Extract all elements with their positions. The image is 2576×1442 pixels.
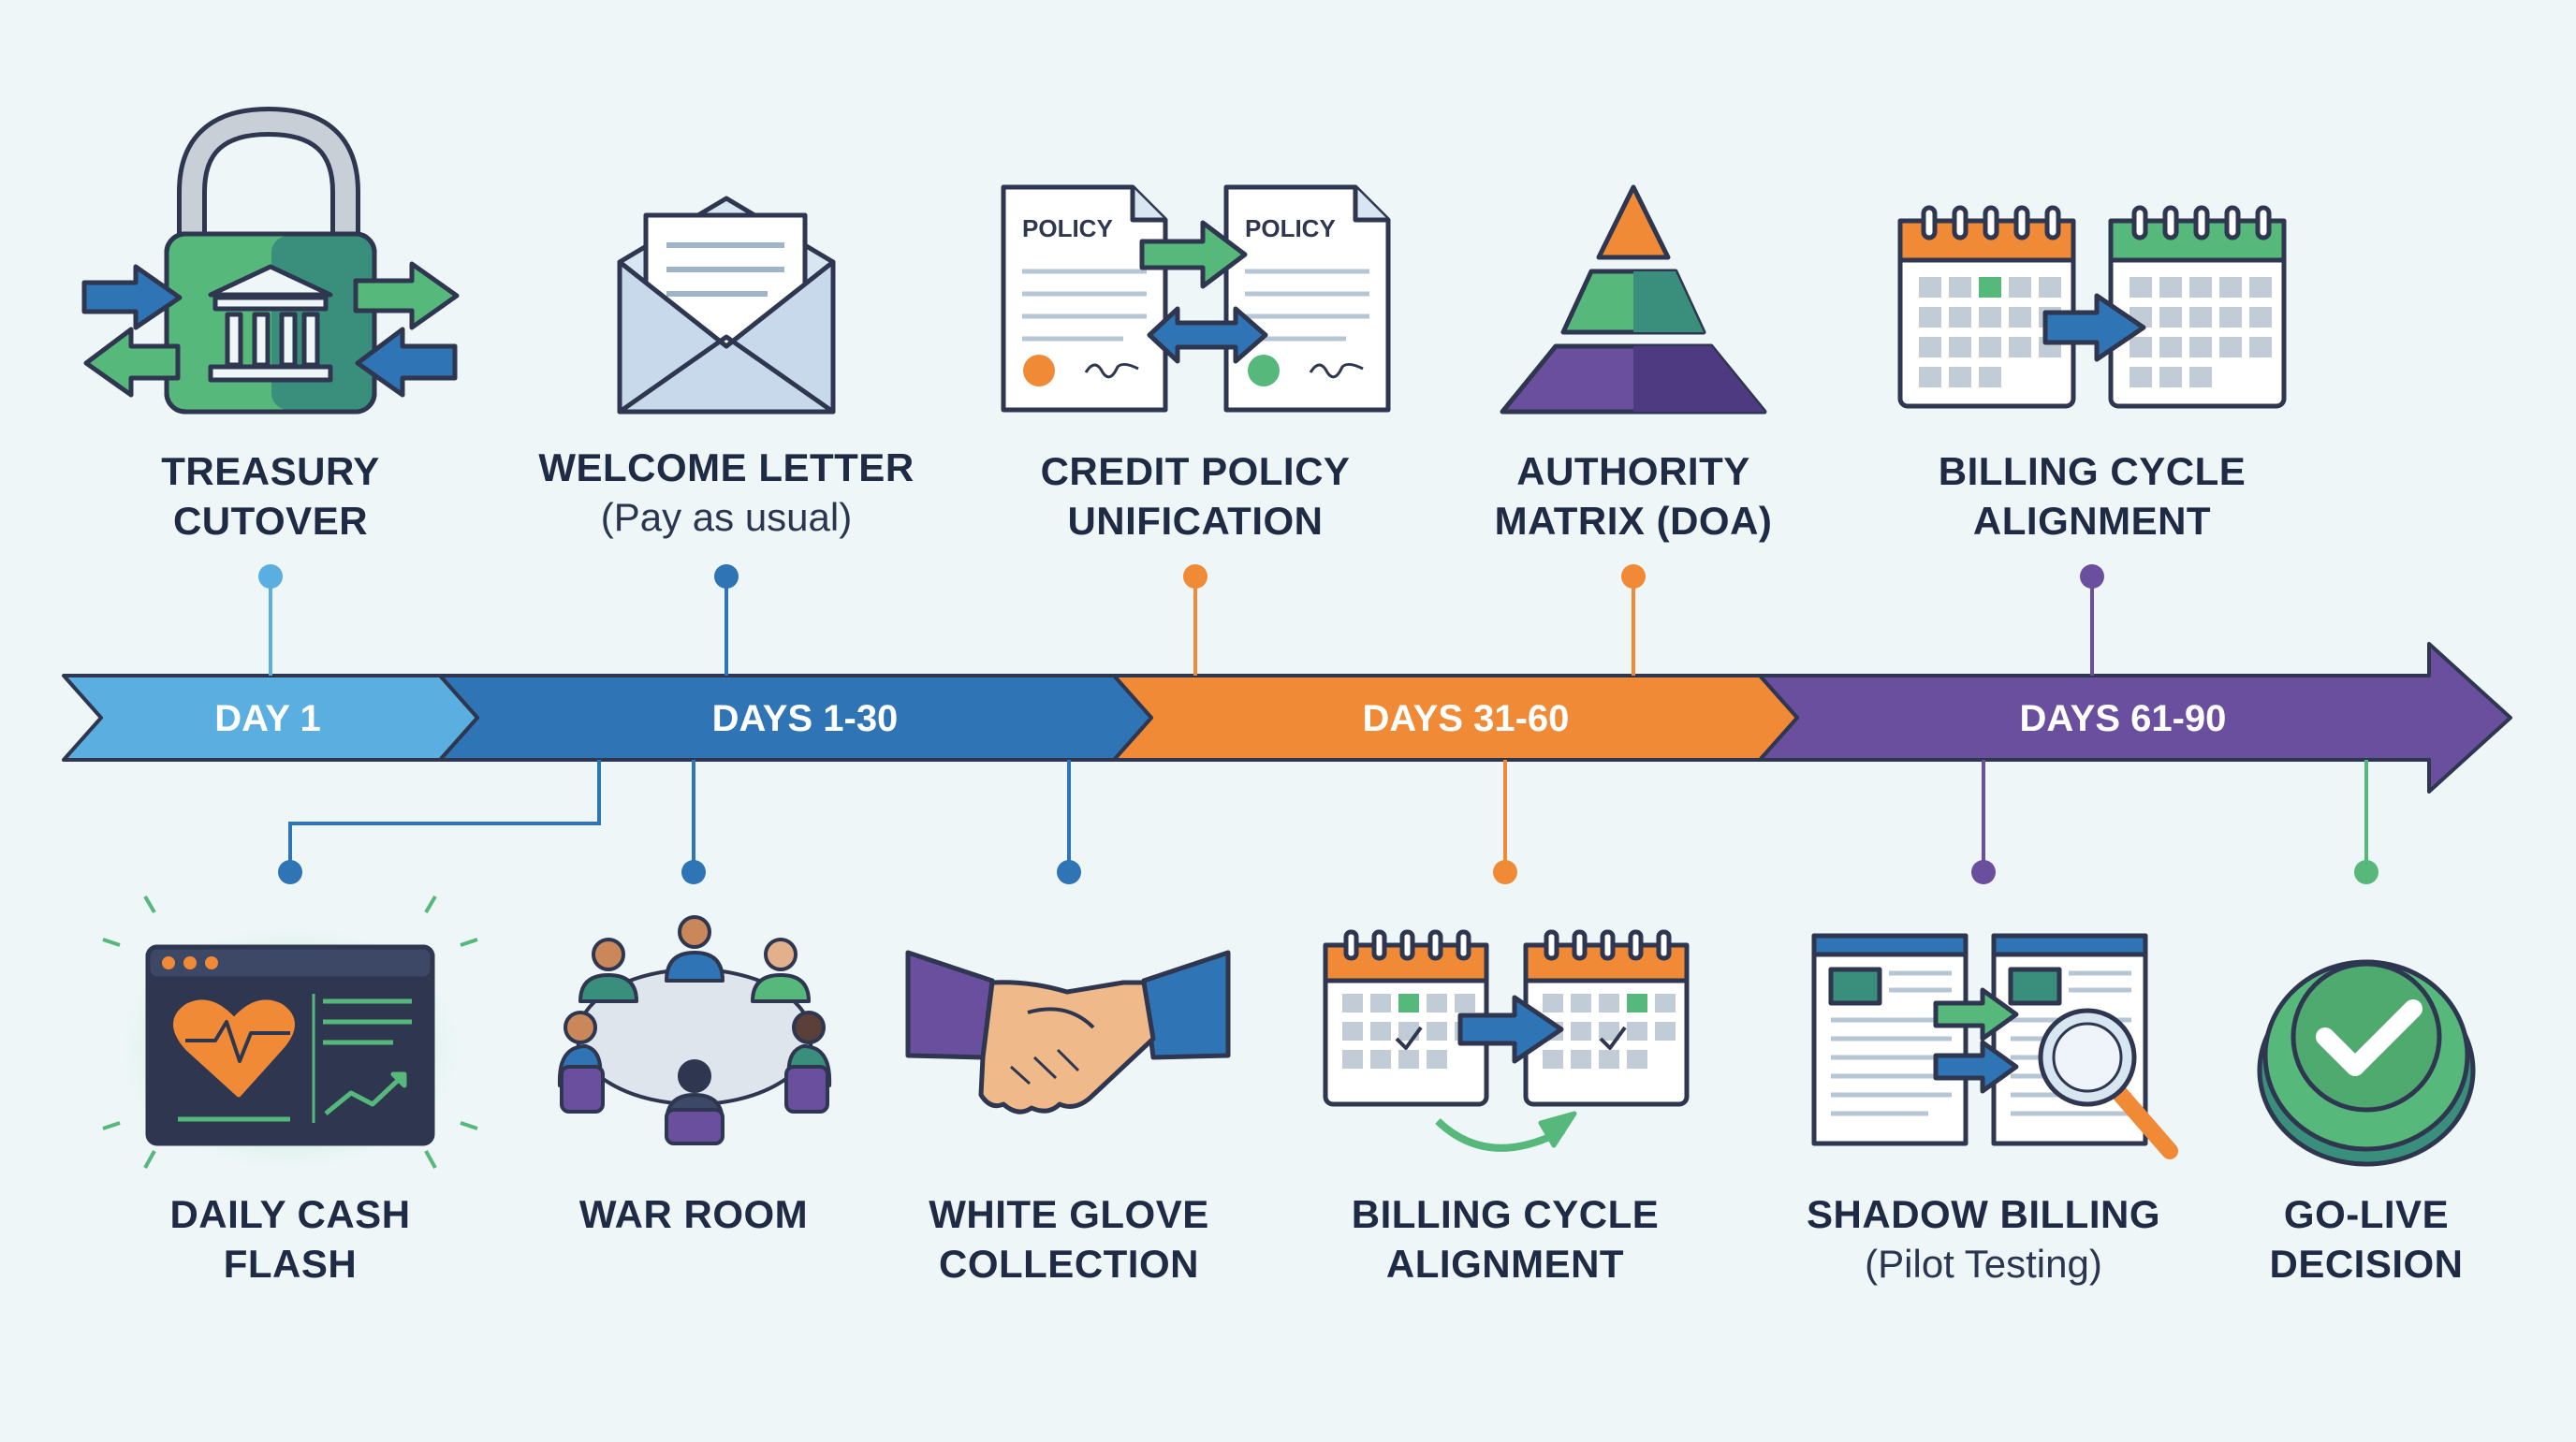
cash-title-line2: FLASH [223,1241,358,1286]
calendars-arrow-icon [1897,205,2287,409]
label-credit-policy: CREDIT POLICY UNIFICATION [1041,447,1351,546]
policy-doc-label-right: POLICY [1245,214,1336,242]
authority-title-line1: AUTHORITY [1516,449,1750,493]
connector-authority [1621,564,1646,676]
timeline-bar [62,642,2512,794]
bottom-connectors [278,760,2378,884]
welcome-title: WELCOME LETTER [538,445,915,489]
white-glove-title-line2: COLLECTION [939,1241,1199,1286]
person-icon [665,915,724,983]
billing-top-title-line2: ALIGNMENT [1972,498,2212,543]
authority-title-line2: MATRIX (DOA) [1494,498,1773,543]
label-war-room: WAR ROOM [579,1190,808,1240]
phase-label-days-31-60: DAYS 31-60 [1363,698,1570,739]
label-shadow-billing: SHADOW BILLING (Pilot Testing) [1807,1190,2160,1289]
shadow-title: SHADOW BILLING [1807,1192,2160,1236]
connector-white-glove [1057,760,1081,884]
meeting-table-icon [557,915,832,1145]
phase-label-days-61-90: DAYS 61-90 [2020,698,2227,739]
label-white-glove: WHITE GLOVE COLLECTION [929,1190,1209,1289]
label-billing-cycle-top: BILLING CYCLE ALIGNMENT [1939,447,2247,546]
phase-label-days-1-30: DAYS 1-30 [712,698,899,739]
policy-doc-label-left: POLICY [1022,214,1113,242]
envelope-letter-icon [617,196,836,415]
credit-title-line2: UNIFICATION [1067,498,1324,543]
policy-documents-icon: POLICY POLICY [1001,184,1391,413]
cash-title-line1: DAILY CASH [169,1192,411,1236]
top-connectors [258,564,2104,676]
connector-cash-flash [278,760,601,884]
billing-bottom-title-line1: BILLING CYCLE [1351,1192,1660,1236]
go-live-title-line2: DECISION [2269,1241,2464,1286]
pyramid-icon [1500,184,1767,415]
person-icon [751,938,811,1003]
person-icon [578,938,638,1003]
white-glove-title-line1: WHITE GLOVE [929,1192,1209,1236]
connector-treasury [258,564,283,676]
go-live-title-line1: GO-LIVE [2283,1192,2450,1236]
calendars-cycle-icon [1323,929,1690,1152]
credit-title-line1: CREDIT POLICY [1040,449,1351,493]
label-daily-cash-flash: DAILY CASH FLASH [169,1190,410,1289]
documents-magnifier-icon [1811,933,2178,1159]
connector-credit [1183,564,1208,676]
treasury-title-line1: TREASURY [161,449,380,493]
shadow-subtitle: (Pilot Testing) [1865,1241,2102,1286]
label-welcome-letter: WELCOME LETTER (Pay as usual) [538,444,914,542]
phase-label-day-1: DAY 1 [214,698,320,739]
welcome-subtitle: (Pay as usual) [600,494,853,539]
cash-dashboard-icon [102,895,478,1170]
connector-war-room [681,760,706,884]
connector-shadow [1971,760,1996,884]
padlock-bank-icon [81,107,460,415]
connector-billing-top [2080,564,2104,676]
connector-welcome [714,564,739,676]
billing-bottom-title-line2: ALIGNMENT [1385,1241,1625,1286]
phase-1-segment [62,674,479,762]
label-treasury-cutover: TREASURY CUTOVER [161,447,379,546]
treasury-title-line2: CUTOVER [172,498,369,543]
connector-go-live [2354,760,2378,884]
billing-top-title-line1: BILLING CYCLE [1938,449,2247,493]
label-billing-cycle-bottom: BILLING CYCLE ALIGNMENT [1352,1190,1660,1289]
connector-billing-bottom [1493,760,1517,884]
war-room-title: WAR ROOM [578,1192,809,1236]
handshake-icon [905,950,1231,1114]
checkmark-button-icon [2257,959,2476,1167]
label-authority-matrix: AUTHORITY MATRIX (DOA) [1495,447,1773,546]
label-go-live: GO-LIVE DECISION [2269,1190,2463,1289]
